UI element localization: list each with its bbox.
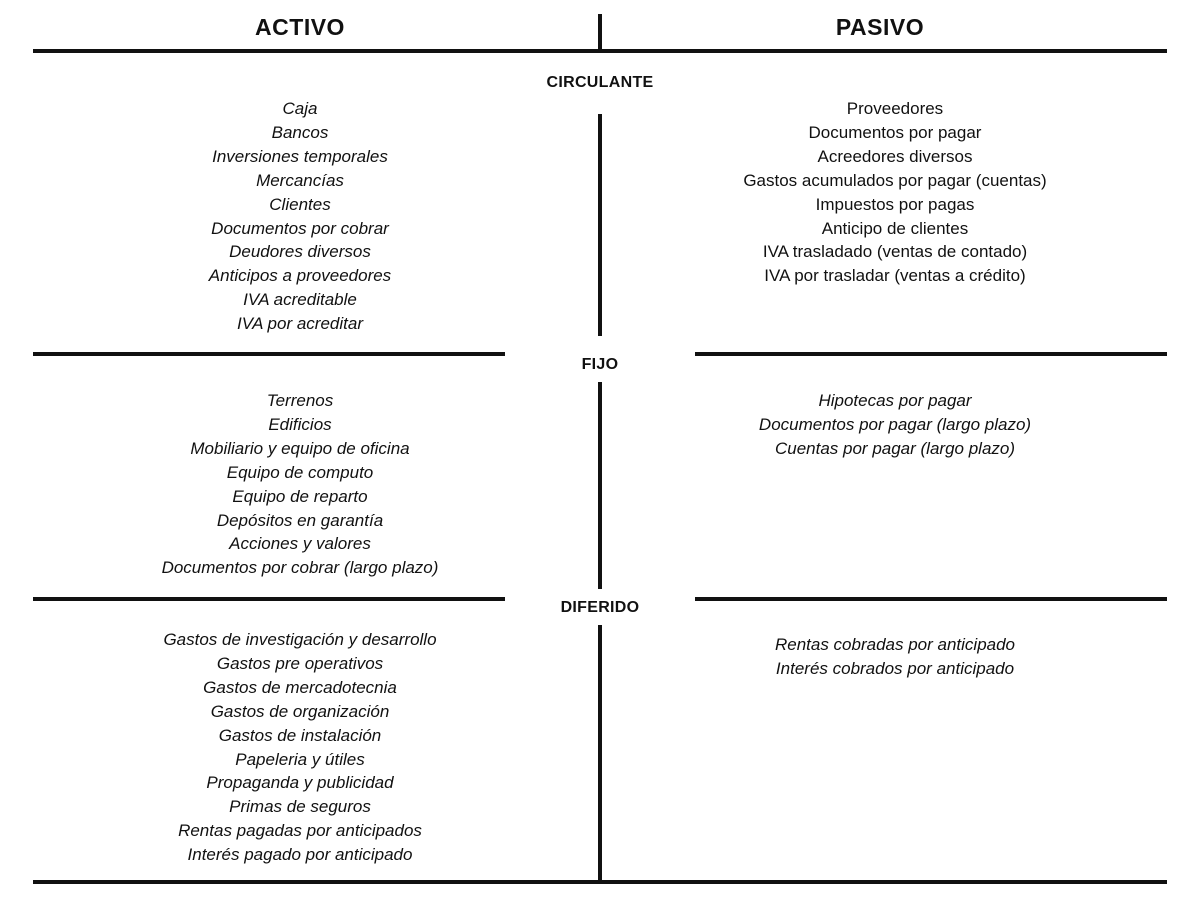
list-item: Bancos <box>271 122 329 142</box>
diferido-pasivo-list: Rentas cobradas por anticipado Interés c… <box>660 633 1130 681</box>
fijo-activo-list: Terrenos Edificios Mobiliario y equipo d… <box>60 389 540 580</box>
list-item: Equipo de computo <box>226 462 374 482</box>
list-item: Gastos de mercadotecnia <box>203 677 397 697</box>
list-item: Propaganda y publicidad <box>206 773 394 793</box>
list-item: IVA acreditable <box>243 290 357 310</box>
list-item: Inversiones temporales <box>212 146 388 166</box>
diferido-divider-right <box>695 597 1167 601</box>
fijo-divider-right <box>695 352 1167 356</box>
fijo-divider-left <box>33 352 505 356</box>
list-item: Equipo de reparto <box>232 486 368 506</box>
list-item: IVA trasladado (ventas de contado) <box>762 242 1028 262</box>
circulante-activo-list: Caja Bancos Inversiones temporales Merca… <box>60 97 540 336</box>
list-item: Impuestos por pagas <box>815 194 975 214</box>
list-item: Gastos acumulados por pagar (cuentas) <box>743 170 1047 190</box>
header-divider <box>598 14 602 50</box>
list-item: Gastos de investigación y desarrollo <box>163 630 437 649</box>
top-divider <box>33 49 1167 53</box>
list-item: Anticipos a proveedores <box>208 266 392 286</box>
list-item: Documentos por cobrar <box>211 218 389 238</box>
list-item: Terrenos <box>266 391 334 410</box>
list-item: Documentos por pagar <box>808 122 982 142</box>
list-item: Documentos por pagar (largo plazo) <box>758 414 1032 434</box>
list-item: Cuentas por pagar (largo plazo) <box>774 438 1016 458</box>
list-item: Papeleria y útiles <box>235 749 365 769</box>
list-item: Depósitos en garantía <box>216 510 384 530</box>
list-item: Gastos de instalación <box>218 725 382 745</box>
diferido-divider-left <box>33 597 505 601</box>
list-item: IVA por trasladar (ventas a crédito) <box>764 266 1026 286</box>
list-item: Primas de seguros <box>229 797 371 817</box>
header-pasivo: PASIVO <box>835 14 925 40</box>
list-item: Mobiliario y equipo de oficina <box>190 438 410 458</box>
list-item: Acciones y valores <box>229 534 371 554</box>
list-item: Gastos pre operativos <box>216 653 384 673</box>
list-item: Mercancías <box>256 170 344 190</box>
list-item: Proveedores <box>846 99 944 118</box>
header-activo: ACTIVO <box>255 14 345 40</box>
fijo-pasivo-list: Hipotecas por pagar Documentos por pagar… <box>660 389 1130 461</box>
diferido-activo-list: Gastos de investigación y desarrollo Gas… <box>60 628 540 867</box>
list-item: Interés pagado por anticipado <box>187 845 413 865</box>
fijo-column-divider <box>598 382 602 589</box>
list-item: Rentas pagadas por anticipados <box>178 821 422 841</box>
diferido-column-divider <box>598 625 602 881</box>
list-item: Clientes <box>269 194 331 214</box>
list-item: Documentos por cobrar (largo plazo) <box>161 558 439 578</box>
section-title-fijo: FIJO <box>581 356 619 373</box>
list-item: Anticipo de clientes <box>821 218 969 238</box>
list-item: Edificios <box>268 414 332 434</box>
section-title-diferido: DIFERIDO <box>560 599 640 616</box>
list-item: Caja <box>282 99 318 118</box>
circulante-divider <box>598 114 602 336</box>
list-item: Interés cobrados por anticipado <box>775 658 1015 678</box>
list-item: Hipotecas por pagar <box>818 391 972 410</box>
circulante-pasivo-list: Proveedores Documentos por pagar Acreedo… <box>660 97 1130 288</box>
section-title-circulante: CIRCULANTE <box>546 74 654 91</box>
list-item: Gastos de organización <box>210 701 390 721</box>
list-item: Rentas cobradas por anticipado <box>774 635 1016 654</box>
list-item: Deudores diversos <box>229 242 371 262</box>
bottom-divider <box>33 880 1167 884</box>
list-item: Acreedores diversos <box>817 146 973 166</box>
list-item: IVA por acreditar <box>237 314 363 334</box>
